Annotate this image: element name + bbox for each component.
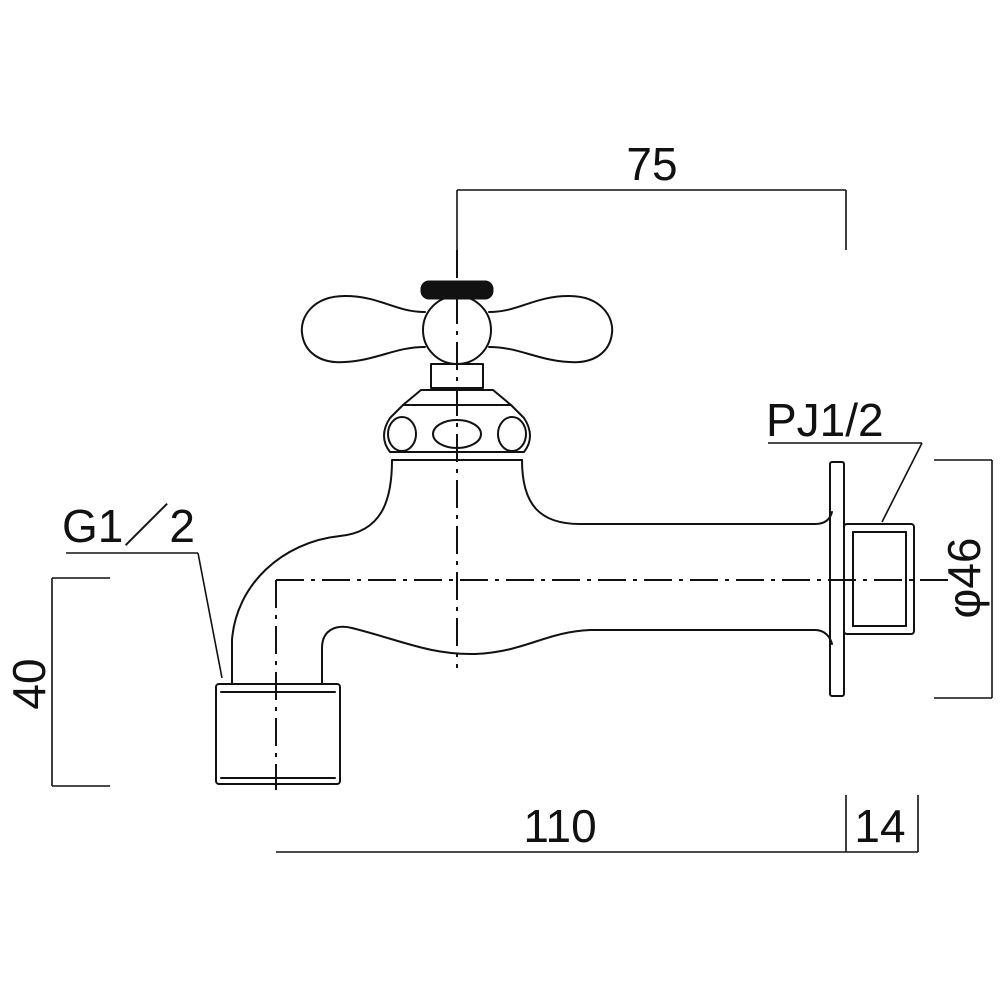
body-lower-contour (321, 625, 833, 685)
dimension-110-14: 110 14 (276, 795, 919, 853)
body-upper-right-contour (521, 459, 833, 525)
center-lines (275, 250, 948, 790)
body-upper-contour (231, 459, 393, 685)
dimension-phi46: φ46 (934, 459, 993, 699)
dim-46-text: φ46 (938, 538, 990, 619)
outlet-nut-body (215, 683, 341, 785)
leader-inlet-thread: PJ1/2 (766, 394, 923, 523)
dimension-75: 75 (456, 138, 847, 250)
outlet-nut (215, 683, 341, 785)
nut-right-lobe (497, 416, 527, 452)
cross-handle (300, 280, 614, 389)
g12-label: G1／2 (62, 500, 195, 552)
handle-right-arm (488, 295, 614, 364)
handle-left-arm (300, 295, 426, 364)
dim-110-text: 110 (523, 800, 596, 852)
dim-40-text: 40 (3, 658, 55, 709)
dim-75-text: 75 (626, 138, 677, 190)
faucet-body (231, 459, 833, 685)
pj12-leader-line (881, 442, 923, 523)
nut-body (383, 404, 531, 453)
leader-outlet-thread: G1／2 (62, 500, 223, 679)
pj12-label: PJ1/2 (766, 394, 884, 446)
dimension-40: 40 (3, 577, 110, 787)
dim-14-text: 14 (854, 800, 905, 852)
g12-leader-line (197, 552, 223, 679)
nut-left-lobe (387, 416, 417, 452)
